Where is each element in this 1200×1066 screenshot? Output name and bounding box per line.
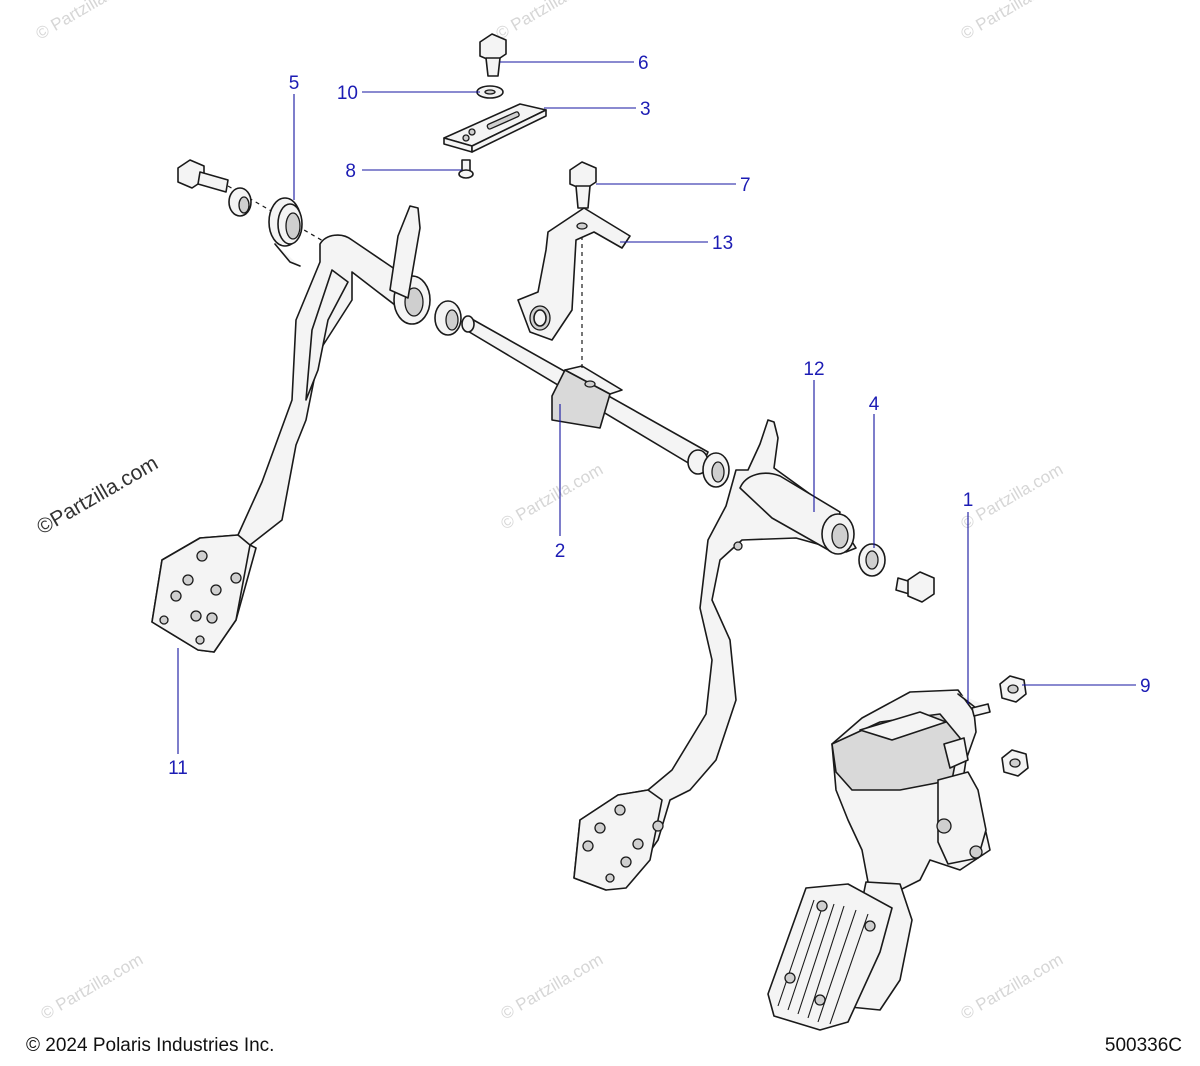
watermark-top-left: © Partzilla.com (33, 0, 142, 43)
bolt-top (479, 33, 507, 77)
callout-labels: 1 2 3 4 5 6 7 8 9 10 11 12 13 (168, 53, 1150, 779)
callout-7: 7 (740, 175, 751, 196)
callout-9: 9 (1140, 676, 1151, 697)
callout-12: 12 (803, 359, 824, 380)
callout-13: 13 (712, 233, 733, 254)
bracket (517, 207, 631, 341)
cross-shaft (461, 315, 709, 475)
callout-11: 11 (168, 758, 188, 779)
drawing-number: 500336C (1104, 1035, 1182, 1056)
throttle-pedal-assembly (767, 689, 991, 1031)
bushing-left-outer (228, 187, 252, 217)
callout-8: 8 (345, 161, 356, 182)
leader-lines (177, 61, 1136, 754)
callout-1: 1 (963, 490, 974, 511)
nut-lower (1001, 749, 1029, 777)
brake-pedal-left (151, 205, 431, 653)
watermark-bottom-center: © Partzilla.com (498, 950, 607, 1024)
bolt-right-pivot (895, 571, 935, 603)
bolt-bracket (569, 161, 597, 209)
watermark-top-right: © Partzilla.com (958, 0, 1067, 43)
callout-6: 6 (638, 53, 649, 74)
brake-pedal-right (573, 419, 857, 891)
callout-5: 5 (289, 73, 300, 94)
mounting-plate (443, 103, 547, 153)
copyright-notice: © 2024 Polaris Industries Inc. (26, 1035, 275, 1056)
callout-3: 3 (640, 99, 651, 120)
pedal-tread (777, 899, 876, 1025)
watermark-bottom-right: © Partzilla.com (958, 950, 1067, 1024)
bolt-left-pivot (177, 159, 229, 193)
callout-10: 10 (337, 83, 358, 104)
watermark-top-center: © Partzilla.com (493, 0, 602, 43)
callout-2: 2 (555, 541, 566, 562)
watermark-bottom-left: © Partzilla.com (38, 950, 147, 1024)
callout-4: 4 (869, 394, 880, 415)
screw-plate (458, 159, 474, 179)
watermark-mid-center: © Partzilla.com (498, 460, 607, 534)
watermark-mid-right: © Partzilla.com (958, 460, 1067, 534)
watermark-left-prominent: ©Partzilla.com (33, 452, 162, 540)
washer-top (476, 85, 504, 99)
bushing-right (702, 452, 730, 488)
bushing-left-inner (434, 300, 462, 336)
washer-right (858, 543, 886, 577)
return-spring (268, 197, 303, 267)
nut-upper (999, 675, 1027, 703)
